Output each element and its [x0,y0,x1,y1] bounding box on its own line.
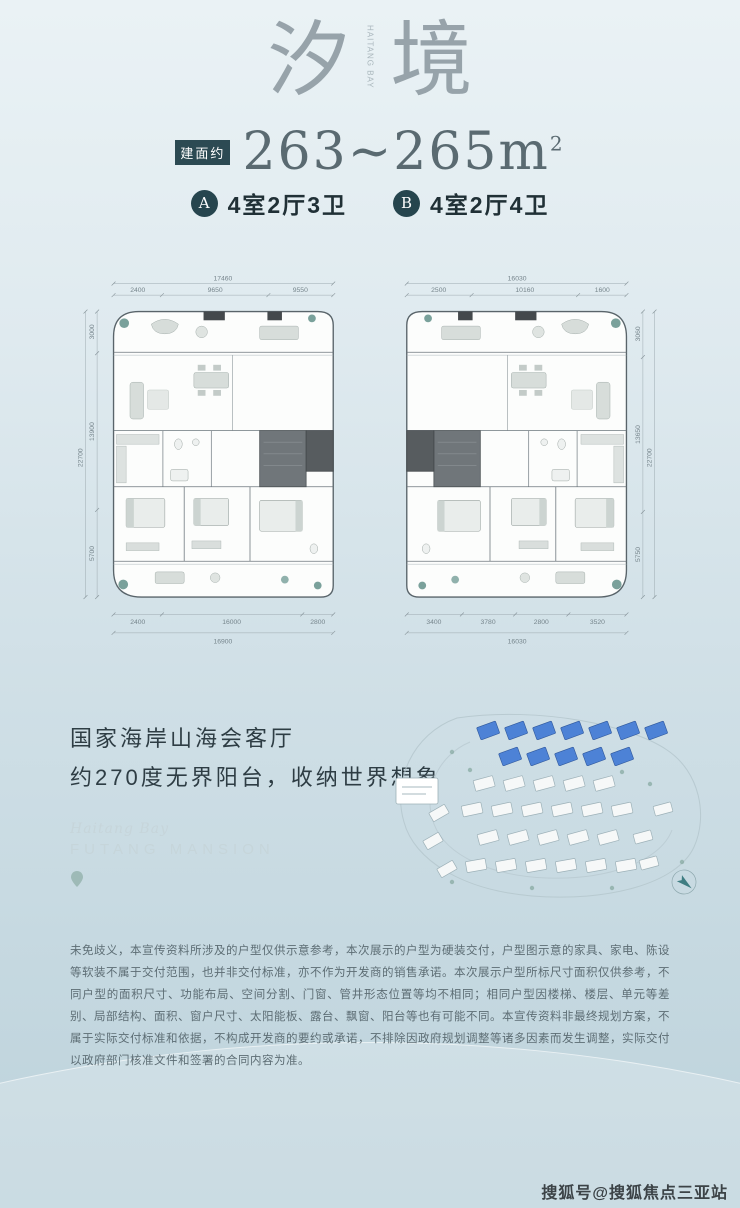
dim-label: 13650 [635,425,642,444]
area-value: 263~265m2 [242,126,564,178]
dim-label: 22700 [78,448,85,467]
floor-plan-b [406,310,628,598]
area-superscript: 2 [549,131,565,156]
feature-line-2: 约270度无界阳台，收纳世界想象 [70,764,441,790]
title-char-right: 境 [390,13,473,108]
location-pin-icon [70,870,441,893]
unit-b-badge: B [393,189,420,217]
dim-label: 16900 [213,639,232,646]
plan-b-dimensions: 16030 2500 10160 1600 3060 13650 5750 22… [404,276,657,646]
sohu-watermark: 搜狐号@搜狐焦点三亚站 [541,1185,728,1202]
dim-label: 2800 [534,619,549,626]
dim-label: 16030 [508,276,527,283]
site-plan-buildings-blue [476,720,668,767]
brand-watermark-script: Haitang Bay [70,821,169,837]
dim-label: 3400 [426,619,441,626]
dim-label: 3000 [89,324,96,339]
dim-label: 2500 [431,287,446,294]
area-prefix-badge: 建面约 [175,139,231,165]
dim-label: 16000 [222,619,241,626]
dim-label: 2400 [130,287,145,294]
compass-icon [671,869,697,895]
dim-label: 16030 [508,639,527,646]
title-char-left: 汐 [267,13,350,108]
dim-label: 17460 [213,276,232,283]
dim-label: 3520 [590,619,605,626]
unit-type-a: A 4室2厅3卫 [190,186,347,220]
dim-label: 9650 [208,287,223,294]
unit-a-label: 4室2厅3卫 [227,192,347,218]
area-row: 建面约 263~265m2 [0,126,740,178]
site-plan-trees [449,749,685,891]
dim-label: 10160 [515,287,534,294]
dim-label: 3780 [481,619,496,626]
title-vertical-text: HAITANG BAY [365,25,375,89]
unit-types-row: A 4室2厅3卫 B 4室2厅4卫 [0,186,740,220]
dim-label: 5750 [635,547,642,562]
dim-label: 1600 [595,287,610,294]
page-title: 汐 HAITANG BAY 境 [0,20,740,102]
brand-watermark: Haitang Bay FUTANG MANSION [70,821,441,858]
feature-line-1: 国家海岸山海会客厅 [70,726,296,751]
disclaimer-text: 未免歧义，本宣传资料所涉及的户型仅供示意参考，本次展示的户型为硬装交付，户型图示… [70,944,670,1067]
unit-type-b: B 4室2厅4卫 [393,186,549,220]
site-plan-buildings-gray [422,775,674,878]
dim-label: 22700 [647,448,654,467]
dim-label: 2800 [310,619,325,626]
dim-label: 9550 [293,287,308,294]
plan-a-dimensions: 17460 2400 9650 9550 22700 3000 13900 57… [78,276,336,646]
floor-plans-svg: 17460 2400 9650 9550 22700 3000 13900 57… [78,276,657,646]
feature-text: 国家海岸山海会客厅 约270度无界阳台，收纳世界想象 Haitang Bay F… [70,720,441,893]
floor-plans-section: 17460 2400 9650 9550 22700 3000 13900 57… [70,268,670,665]
area-number: 263~265m [242,122,550,182]
dim-label: 13900 [89,422,96,441]
unit-a-badge: A [190,189,218,217]
feature-section: 国家海岸山海会客厅 约270度无界阳台，收纳世界想象 Haitang Bay F… [0,712,740,912]
site-plan-clubhouse [395,777,439,805]
floor-plan-a [112,310,334,598]
brand-watermark-caps: FUTANG MANSION [70,841,275,858]
unit-b-label: 4室2厅4卫 [430,192,550,218]
site-plan [382,712,712,912]
dim-label: 5700 [89,546,96,561]
dim-label: 3060 [635,326,642,341]
dim-label: 2400 [130,619,145,626]
background-arc [0,1042,740,1208]
